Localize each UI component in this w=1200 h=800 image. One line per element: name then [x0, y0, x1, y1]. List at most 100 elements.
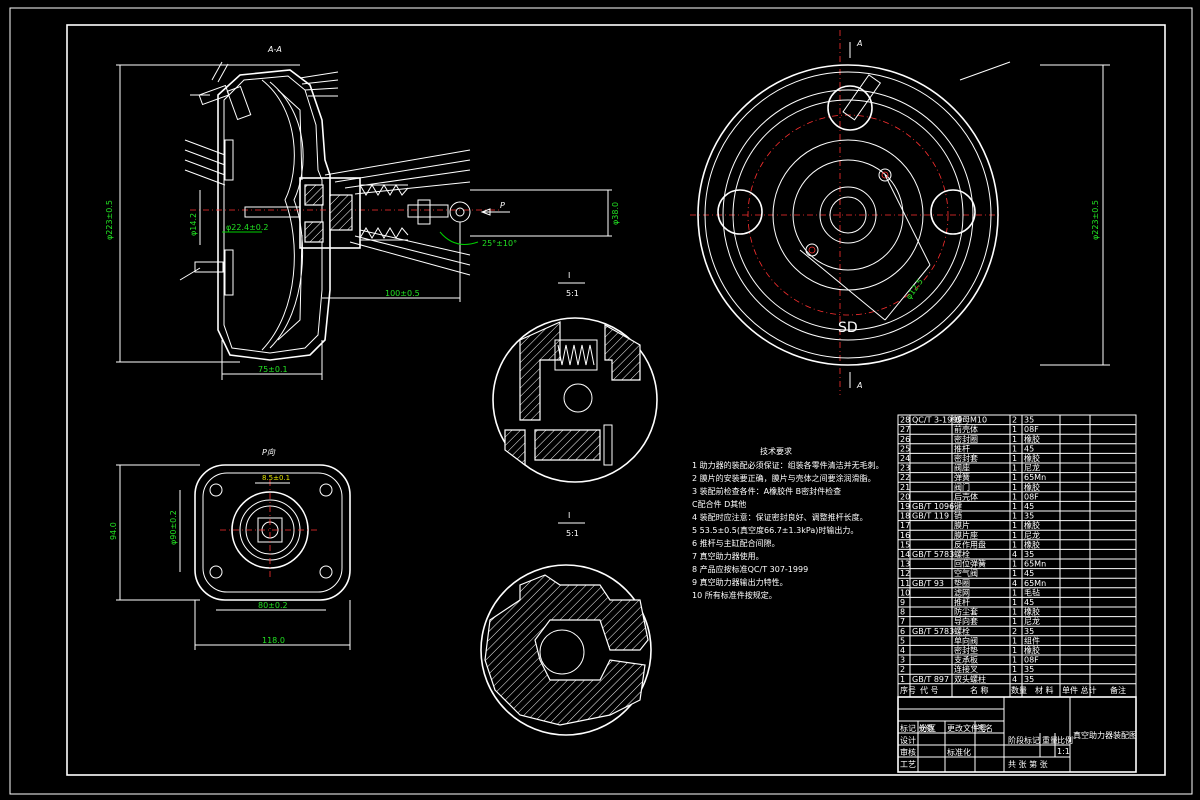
parts-cell: 橡胶 [1024, 645, 1040, 655]
tb-col-doc: 更改文件号 [947, 723, 987, 733]
parts-cell: GB/T 5783 [912, 627, 954, 636]
parts-cell: 08F [1024, 425, 1039, 434]
parts-cell: 65Mn [1024, 473, 1046, 482]
parts-cell: 21 [900, 483, 910, 492]
tb-col-zone: 分区 [920, 724, 936, 733]
parts-cell: 1 [1012, 560, 1017, 569]
dim-len-75: 75±0.1 [258, 365, 288, 374]
parts-cell: 连接叉 [954, 664, 978, 674]
title-block: 标记 处数 设计 审核 工艺 分区 更改文件号 签名 标准化 阶段标记 重量 比… [897, 696, 1137, 773]
detail-view-1: I 5:1 [492, 271, 658, 483]
parts-cell: 1 [1012, 492, 1017, 501]
tb-scale-label: 比例 [1057, 735, 1073, 745]
parts-cell: 1 [1012, 540, 1017, 549]
parts-cell: 支承板 [954, 655, 978, 665]
parts-cell: GB/T 897 [912, 675, 949, 684]
parts-cell: 45 [1024, 502, 1034, 511]
parts-cell: 4 [1012, 675, 1017, 684]
parts-cell: 1 [1012, 608, 1017, 617]
tech-req-item-9: 9 真空助力器输出力特性。 [692, 577, 788, 587]
parts-cell: 45 [1024, 444, 1034, 453]
parts-cell: 1 [1012, 473, 1017, 482]
parts-cell: 1 [1012, 483, 1017, 492]
parts-cell: 毛毡 [1024, 587, 1040, 597]
parts-header-cell: 代 号 [920, 685, 939, 695]
parts-cell: 16 [900, 531, 910, 540]
tech-req-title: 技术要求 [760, 446, 792, 456]
parts-cell: 1 [900, 675, 905, 684]
parts-cell: 25 [900, 444, 910, 453]
parts-cell: 1 [1012, 521, 1017, 530]
parts-cell: 1 [1012, 656, 1017, 665]
parts-cell: 12 [900, 569, 910, 578]
parts-cell: 1 [1012, 636, 1017, 645]
tech-req-item-4: 4 装配时应注意：保证密封良好、调整推杆长度。 [692, 512, 868, 522]
parts-cell: 8 [900, 608, 905, 617]
tb-row-design: 设计 [900, 735, 916, 745]
parts-cell: 阀门 [954, 482, 970, 492]
parts-cell: 2 [1012, 627, 1017, 636]
parts-cell: 6 [900, 627, 905, 636]
parts-cell: 1 [1012, 531, 1017, 540]
parts-cell: 密封垫 [954, 645, 978, 655]
parts-cell: 1 [1012, 435, 1017, 444]
tech-req-item-10: 10 所有标准件按规定。 [692, 590, 777, 600]
dim-phi-flange: φ90±0.2 [169, 510, 178, 545]
parts-header-cell: 数量 [1011, 685, 1027, 695]
parts-cell: 1 [1012, 665, 1017, 674]
parts-cell: 防尘套 [954, 607, 978, 617]
parts-cell: 35 [1024, 512, 1034, 521]
parts-cell: 1 [1012, 512, 1017, 521]
parts-cell: 7 [900, 617, 905, 626]
parts-cell: GB/T 1096 [912, 502, 954, 511]
parts-cell: 1 [1012, 502, 1017, 511]
parts-cell: 销 [954, 511, 962, 521]
parts-cell: 4 [1012, 550, 1017, 559]
tb-weight: 重量 [1042, 735, 1058, 745]
parts-cell: 4 [900, 646, 905, 655]
parts-cell: 2 [900, 665, 905, 674]
tech-req-item-1: 1 助力器的装配必须保证：组装各零件清洁并无毛刺。 [692, 460, 884, 470]
parts-cell: 弹簧 [954, 472, 970, 482]
parts-cell: 1 [1012, 444, 1017, 453]
parts-cell: 18 [900, 512, 910, 521]
parts-cell: 14 [900, 550, 910, 559]
parts-cell: GB/T 93 [912, 579, 944, 588]
tech-req-item-5: 5 53.5±0.5(真空度66.7±1.3kPa)时输出力。 [692, 525, 858, 535]
tb-stage: 阶段标记 [1008, 735, 1040, 745]
tb-row-mark: 标记 处数 [900, 723, 935, 733]
parts-cell: 键 [954, 501, 962, 511]
tech-req-item-6: 6 推杆与主缸配合间隙。 [692, 538, 780, 548]
parts-cell: QC/T 3-1999 [912, 416, 962, 425]
parts-cell: 26 [900, 435, 910, 444]
dim-phi-big-left: φ223±0.5 [105, 200, 114, 240]
dim-h-94: 94.0 [109, 522, 118, 540]
tech-req-item-8: 8 产品应按标准QC/T 307-1999 [692, 564, 808, 574]
parts-cell: 尼龙 [1024, 463, 1040, 473]
section-view-aa: A-A [105, 45, 620, 380]
parts-cell: GB/T 5783 [912, 550, 954, 559]
inner-frame [66, 24, 1166, 776]
tech-req-item-3: 3 装配前检查各件：A橡胶件 B密封件检查 [692, 486, 841, 496]
parts-cell: 1 [1012, 569, 1017, 578]
parts-cell: 单向阀 [954, 635, 978, 645]
parts-cell: 45 [1024, 569, 1034, 578]
parts-cell: 螺栓 [954, 549, 970, 559]
parts-cell: 推杆 [954, 443, 970, 453]
parts-header-cell: 备注 [1110, 685, 1126, 695]
parts-cell: 1 [1012, 617, 1017, 626]
parts-cell: 35 [1024, 675, 1034, 684]
parts-cell: 11 [900, 579, 910, 588]
tb-std: 标准化 [947, 747, 971, 757]
detail-1-label: I [568, 271, 570, 280]
parts-cell: 密封圈 [954, 434, 978, 444]
parts-cell: 阀座 [954, 463, 970, 473]
parts-cell: 螺栓 [954, 626, 970, 636]
parts-cell: 导向套 [954, 616, 978, 626]
parts-cell: 密封套 [954, 453, 978, 463]
parts-header-cell: 单件 总计 [1062, 685, 1097, 695]
parts-cell: 1 [1012, 454, 1017, 463]
detail-1-scale: 5:1 [566, 289, 579, 298]
parts-cell: GB/T 119 [912, 512, 949, 521]
dim-w-small: 8.5±0.1 [262, 474, 290, 482]
